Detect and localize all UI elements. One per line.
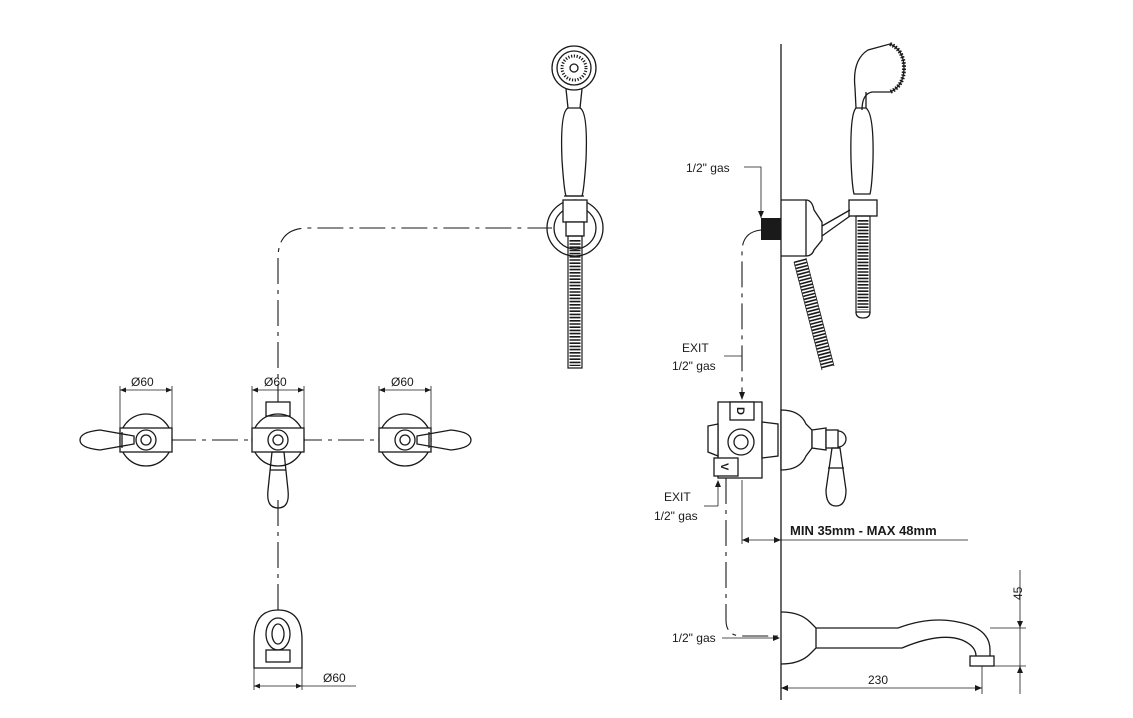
dim-right-valve: Ø60 (391, 375, 414, 389)
wall-outlet-side (781, 199, 823, 257)
side-labels: 1/2" gas EXIT 1/2" gas EXIT 1/2" gas 1/2… (654, 161, 1026, 694)
center-valve-body (251, 427, 305, 453)
valve-body-mark-bottom-box (713, 457, 739, 477)
label-exit-upper-1: EXIT (682, 341, 709, 355)
valve-mark-bottom: V (718, 463, 730, 471)
center-valve-spindle (267, 429, 289, 451)
shower-head-nozzles (560, 54, 588, 82)
shower-hose-end (855, 311, 871, 319)
spout-flange-side (780, 611, 817, 665)
hand-shower-side (781, 42, 907, 371)
valve-right-boss (761, 421, 779, 459)
center-valve-front (251, 401, 305, 509)
right-valve-spindle-core (399, 434, 411, 446)
holder-connector (565, 221, 585, 237)
right-valve-body (378, 427, 432, 453)
center-valve-spindle-core (272, 434, 284, 446)
shower-head-side (853, 43, 905, 111)
shower-holder-side (848, 199, 878, 217)
spout-side (780, 611, 995, 667)
left-valve-spindle (135, 429, 157, 451)
front-dimensions: Ø60 Ø60 Ø60 Ø60 (119, 375, 432, 690)
outlet-hose-coil (794, 258, 834, 370)
valve-cover (780, 409, 813, 471)
spout-front (253, 609, 303, 669)
shower-head-face (889, 42, 907, 94)
dim-spout-flange: Ø60 (323, 671, 346, 685)
shower-neck-side (854, 87, 867, 109)
label-inlet-bottom: 1/2" gas (672, 631, 716, 645)
left-lever-handle (79, 429, 135, 451)
center-lever-handle (267, 451, 289, 509)
dim-left-valve: Ø60 (131, 375, 154, 389)
label-exit-lower-2: 1/2" gas (654, 509, 698, 523)
label-inlet-top: 1/2" gas (686, 161, 730, 175)
valve-spindle-side (811, 427, 827, 451)
valve-side-port (727, 428, 755, 456)
valve-lever-side (825, 447, 847, 507)
valve-spindle-neck (825, 429, 839, 449)
upper-exit-pipe (741, 229, 762, 396)
label-spout-height: 45 (1011, 586, 1025, 600)
upper-inlet-fitting (761, 218, 781, 240)
valve-body-side: D V (707, 401, 847, 507)
spout-nozzle-side (969, 655, 995, 667)
shower-holder (562, 199, 588, 223)
left-valve-spindle-core (140, 434, 152, 446)
left-valve-body (119, 427, 173, 453)
valve-side-port-inner (733, 434, 749, 450)
valve-body-mark-top-box (729, 401, 755, 421)
right-lever-handle (416, 429, 472, 451)
shower-head-center (569, 63, 579, 73)
spout-outlet-front (265, 617, 291, 651)
holder-arm (821, 209, 851, 237)
left-valve-front (79, 413, 173, 467)
shower-head-outer (551, 45, 597, 91)
front-view: Ø60 Ø60 Ø60 Ø60 (79, 45, 604, 690)
spout-outlet-inner (271, 623, 285, 645)
spout-flange-front (253, 609, 303, 669)
spout-body-side (816, 619, 991, 658)
dim-center-valve: Ø60 (264, 375, 287, 389)
label-wall-depth: MIN 35mm - MAX 48mm (790, 523, 937, 538)
hand-shower-front (546, 45, 604, 369)
label-exit-upper-2: 1/2" gas (672, 359, 716, 373)
shower-handle (560, 107, 588, 197)
right-valve-spindle (394, 429, 416, 451)
outlet-hose-outline (793, 257, 835, 371)
spout-tip-front (265, 649, 291, 663)
lower-exit-pipe (725, 478, 778, 637)
center-valve-top-block (265, 401, 291, 417)
shower-neck (565, 88, 583, 109)
label-spout-length: 230 (868, 673, 888, 687)
right-valve-front (378, 413, 472, 467)
shower-head-rim (556, 50, 592, 86)
valve-mark-top: D (734, 407, 746, 415)
hose-center-line (277, 227, 552, 410)
valve-left-boss (707, 423, 719, 457)
shower-hose-front (567, 235, 583, 369)
label-exit-lower-1: EXIT (664, 490, 691, 504)
side-view: D V 1/2" gas EXIT 1/2" gas (654, 42, 1026, 700)
shower-handle-side (850, 107, 874, 195)
